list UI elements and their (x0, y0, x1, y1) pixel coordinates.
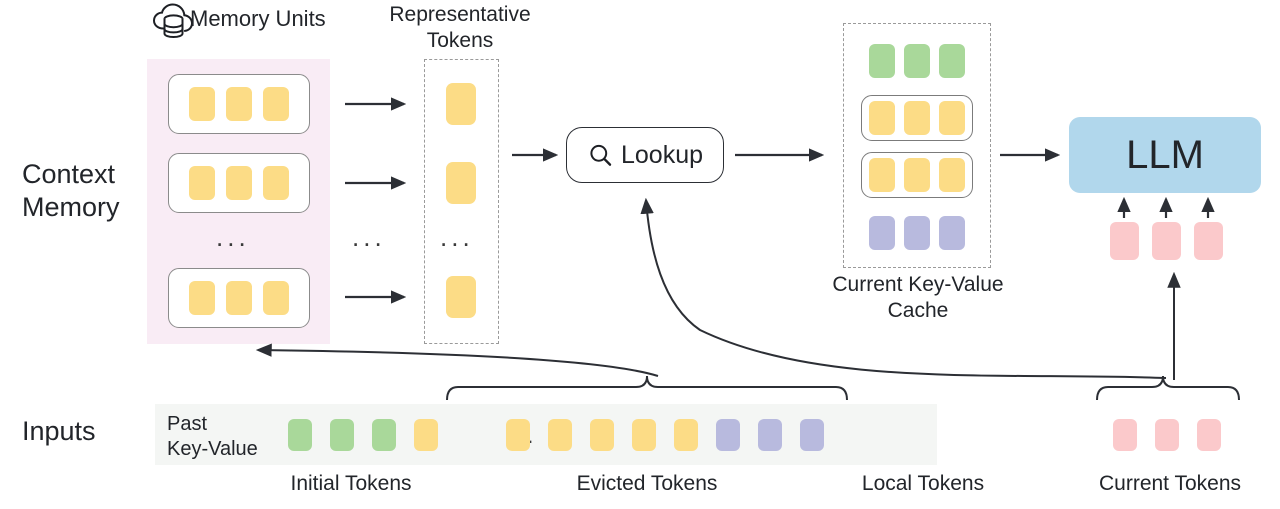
token-yellow (226, 166, 252, 200)
caption-local-tokens: Local Tokens (861, 472, 985, 495)
memory-unit[interactable] (168, 74, 310, 134)
inputs-label: Inputs (22, 416, 96, 446)
current-kv-cache-caption: Current Key-Value Cache (832, 273, 1004, 322)
token-yellow (904, 101, 930, 135)
llm-input-token (1110, 222, 1139, 260)
input-token-current (1197, 419, 1221, 451)
input-token-current (1113, 419, 1137, 451)
token-yellow (869, 158, 895, 192)
context-memory-label: Context Memory (22, 159, 120, 222)
token-green (904, 44, 930, 78)
token-purple (939, 216, 965, 250)
representative-tokens-ellipsis: ... (440, 222, 474, 252)
token-yellow (189, 87, 215, 121)
token-yellow (263, 281, 289, 315)
token-yellow (263, 166, 289, 200)
input-token-evicted (632, 419, 656, 451)
input-token-local (800, 419, 824, 451)
input-token-local (716, 419, 740, 451)
brace-evicted-tokens (446, 375, 848, 401)
input-token-initial (330, 419, 354, 451)
representative-token (446, 162, 476, 204)
past-key-value-label: Past Key-Value (167, 413, 258, 460)
token-yellow (263, 87, 289, 121)
token-yellow (939, 101, 965, 135)
lookup-label: Lookup (620, 140, 704, 169)
token-yellow (869, 101, 895, 135)
input-token-current (1155, 419, 1179, 451)
token-green (939, 44, 965, 78)
input-token-evicted (414, 419, 438, 451)
input-token-initial (288, 419, 312, 451)
llm-label: LLM (1126, 132, 1204, 177)
memory-units-title: Memory Units (190, 6, 326, 31)
memory-unit[interactable] (168, 153, 310, 213)
caption-current-tokens: Current Tokens (1098, 472, 1242, 495)
llm-node[interactable]: LLM (1069, 117, 1261, 193)
brace-current-tokens (1096, 375, 1240, 401)
kv-cache-row-retrieved-unit (861, 152, 973, 198)
kv-cache-row-initial (861, 38, 973, 84)
input-token-evicted (506, 419, 530, 451)
kv-cache-row-local (861, 210, 973, 256)
token-yellow (189, 281, 215, 315)
llm-input-token (1152, 222, 1181, 260)
arrow-evicted-to-context-memory (255, 343, 659, 377)
token-yellow (939, 158, 965, 192)
input-token-initial (372, 419, 396, 451)
token-purple (869, 216, 895, 250)
kv-cache-row-retrieved-unit (861, 95, 973, 141)
representative-tokens-title: Representative Tokens (389, 3, 531, 52)
caption-evicted-tokens: Evicted Tokens (576, 472, 718, 495)
lookup-node[interactable]: Lookup (566, 127, 724, 183)
representative-token (446, 83, 476, 125)
arrow-column-ellipsis: ... (352, 222, 386, 252)
input-token-local (758, 419, 782, 451)
token-yellow (226, 87, 252, 121)
input-token-evicted (674, 419, 698, 451)
memory-unit[interactable] (168, 268, 310, 328)
token-purple (904, 216, 930, 250)
memory-units-ellipsis: ... (216, 222, 250, 252)
llm-input-token (1194, 222, 1223, 260)
token-yellow (189, 166, 215, 200)
representative-token (446, 276, 476, 318)
token-yellow (904, 158, 930, 192)
caption-initial-tokens: Initial Tokens (290, 472, 412, 495)
token-yellow (226, 281, 252, 315)
input-token-evicted (548, 419, 572, 451)
token-green (869, 44, 895, 78)
input-token-evicted (590, 419, 614, 451)
representative-tokens-box (424, 59, 499, 344)
cloud-database-icon (152, 3, 194, 38)
search-icon (590, 144, 612, 166)
